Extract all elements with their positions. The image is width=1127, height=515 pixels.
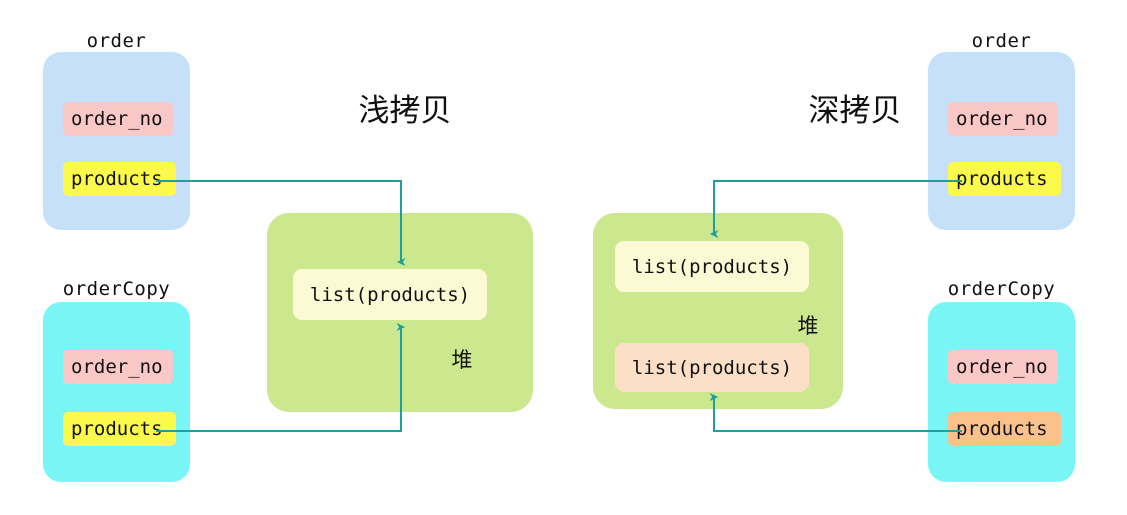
field-products-ordercopy-shallow[interactable]: products xyxy=(63,412,176,446)
wire-ordercopy-to-copied-list-deep xyxy=(709,392,962,432)
field-products-ordercopy-deep[interactable]: products xyxy=(948,412,1061,446)
field-products-order-shallow[interactable]: products xyxy=(63,162,176,196)
wire-ordercopy-to-shared-list-shallow xyxy=(156,322,406,432)
heap-box-copied-list[interactable]: list(products) xyxy=(615,343,809,392)
heap-deep: list(products) 堆 list(products) xyxy=(593,213,843,409)
card-title-ordercopy-shallow: orderCopy xyxy=(62,278,171,300)
field-order-no-order-deep[interactable]: order_no xyxy=(948,102,1058,136)
field-products-order-deep[interactable]: products xyxy=(948,162,1061,196)
heap-box-shared-list[interactable]: list(products) xyxy=(293,269,487,320)
section-title-shallow-copy: 浅拷贝 xyxy=(358,93,452,129)
card-order-shallow[interactable]: order_no products xyxy=(43,52,190,230)
heap-label-shallow: 堆 xyxy=(451,348,473,372)
card-order-deep[interactable]: order_no products xyxy=(928,52,1075,230)
card-title-order-shallow: order xyxy=(86,30,147,52)
section-title-deep-copy: 深拷贝 xyxy=(808,93,902,129)
card-ordercopy-shallow[interactable]: order_no products xyxy=(43,302,190,482)
wire-order-to-original-list-deep xyxy=(709,180,962,239)
wire-order-to-shared-list-shallow xyxy=(156,180,406,267)
heap-label-deep: 堆 xyxy=(797,314,819,338)
card-title-order-deep: order xyxy=(971,30,1032,52)
field-order-no-ordercopy-shallow[interactable]: order_no xyxy=(63,350,173,384)
card-ordercopy-deep[interactable]: order_no products xyxy=(928,302,1075,482)
card-title-ordercopy-deep: orderCopy xyxy=(947,278,1056,300)
field-order-no-ordercopy-deep[interactable]: order_no xyxy=(948,350,1058,384)
heap-box-original-list[interactable]: list(products) xyxy=(615,241,809,292)
field-order-no-order-shallow[interactable]: order_no xyxy=(63,102,173,136)
